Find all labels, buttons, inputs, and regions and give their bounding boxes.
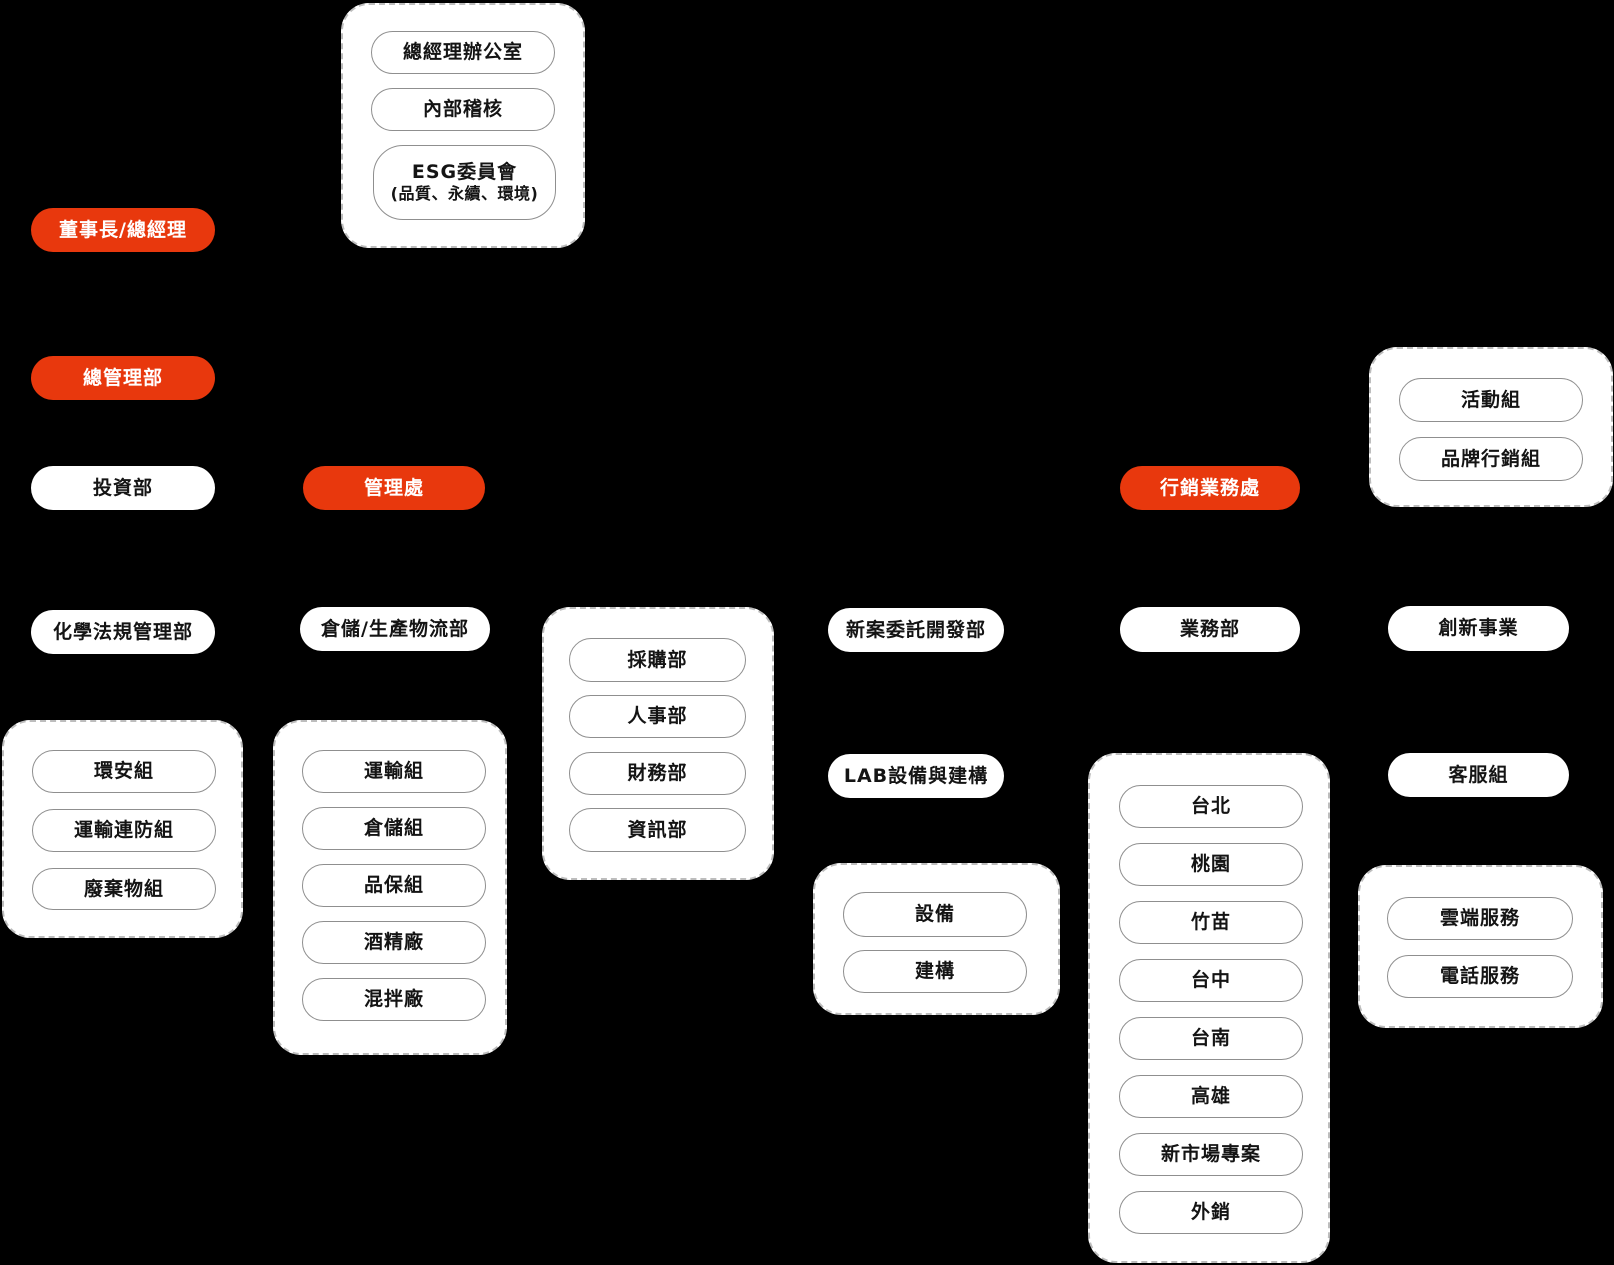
- finance-dept-node-label: 財務部: [627, 762, 688, 785]
- new-case-development-node-label: 新案委託開發部: [845, 618, 986, 641]
- equipment-team-node-label: 設備: [914, 903, 955, 926]
- taichung-node: 台中: [1119, 959, 1303, 1002]
- env-safety-team-node-label: 環安組: [93, 760, 154, 783]
- hr-dept-node: 人事部: [569, 695, 746, 738]
- events-team-node: 活動組: [1399, 378, 1583, 422]
- chemical-regulation-node-label: 化學法規管理部: [52, 620, 193, 643]
- taipei-node-label: 台北: [1190, 795, 1231, 818]
- taipei-node: 台北: [1119, 785, 1303, 828]
- construction-team-node-label: 建構: [914, 960, 955, 983]
- taoyuan-node: 桃園: [1119, 843, 1303, 886]
- sales-dept-node-label: 業務部: [1179, 618, 1240, 641]
- transport-team-node-label: 運輸組: [363, 760, 424, 783]
- new-case-development-node: 新案委託開發部: [828, 608, 1004, 652]
- brand-marketing-team-node-label: 品牌行銷組: [1440, 447, 1541, 470]
- warehouse-logistics-node: 倉儲/生產物流部: [300, 607, 490, 651]
- innovation-node-label: 創新事業: [1438, 617, 1519, 640]
- lab-equipment-node: LAB設備與建構: [828, 754, 1004, 798]
- chumiao-node: 竹苗: [1119, 901, 1303, 944]
- phone-services-node: 電話服務: [1387, 955, 1573, 998]
- finance-dept-node: 財務部: [569, 752, 746, 795]
- mixing-plant-node-label: 混拌廠: [363, 988, 424, 1011]
- brand-marketing-team-node: 品牌行銷組: [1399, 437, 1583, 481]
- chumiao-node-label: 竹苗: [1190, 911, 1231, 934]
- events-team-node-label: 活動組: [1460, 388, 1521, 411]
- taoyuan-node-label: 桃園: [1190, 853, 1231, 876]
- warehouse-team-node: 倉儲組: [302, 807, 486, 850]
- chairman-ceo-node: 董事長/總經理: [31, 208, 215, 252]
- qa-team-node: 品保組: [302, 864, 486, 907]
- new-market-node: 新市場專案: [1119, 1133, 1303, 1176]
- kaohsiung-node: 高雄: [1119, 1075, 1303, 1118]
- alcohol-plant-node-label: 酒精廠: [363, 931, 424, 954]
- sales-dept-node: 業務部: [1120, 607, 1300, 652]
- customer-service-node-label: 客服組: [1448, 763, 1509, 786]
- warehouse-logistics-node-label: 倉儲/生產物流部: [321, 617, 469, 640]
- gm-office-node-label: 總經理辦公室: [402, 41, 523, 64]
- export-node-label: 外銷: [1190, 1201, 1231, 1224]
- general-management-node-label: 總管理部: [82, 366, 163, 389]
- mixing-plant-node: 混拌廠: [302, 978, 486, 1021]
- investment-dept-node: 投資部: [31, 466, 215, 510]
- alcohol-plant-node: 酒精廠: [302, 921, 486, 964]
- esg-committee-node-sublabel: (品質、永續、環境): [390, 184, 539, 204]
- transport-team-node: 運輸組: [302, 750, 486, 793]
- lab-equipment-node-label: LAB設備與建構: [843, 764, 989, 787]
- sales-regions-group: [1088, 753, 1330, 1263]
- it-dept-node: 資訊部: [569, 808, 746, 852]
- it-dept-node-label: 資訊部: [627, 818, 688, 841]
- customer-service-subgroups-group: [1358, 865, 1603, 1028]
- procurement-dept-node: 採購部: [569, 638, 746, 682]
- customer-service-node: 客服組: [1388, 753, 1569, 797]
- waste-team-node: 廢棄物組: [32, 868, 216, 910]
- chemical-regulation-node: 化學法規管理部: [31, 610, 215, 654]
- kaohsiung-node-label: 高雄: [1190, 1085, 1231, 1108]
- equipment-team-node: 設備: [843, 892, 1027, 937]
- tainan-node-label: 台南: [1190, 1027, 1231, 1050]
- qa-team-node-label: 品保組: [363, 874, 424, 897]
- chairman-ceo-node-label: 董事長/總經理: [59, 218, 187, 241]
- esg-committee-node-label: ESG委員會: [411, 160, 518, 183]
- gm-office-node: 總經理辦公室: [371, 31, 555, 74]
- marketing-sales-office-node: 行銷業務處: [1120, 466, 1300, 510]
- procurement-dept-node-label: 採購部: [627, 648, 688, 671]
- management-office-node: 管理處: [303, 466, 485, 510]
- tainan-node: 台南: [1119, 1017, 1303, 1060]
- phone-services-node-label: 電話服務: [1439, 965, 1520, 988]
- internal-audit-node-label: 內部稽核: [422, 98, 503, 121]
- cloud-services-node-label: 雲端服務: [1439, 907, 1520, 930]
- waste-team-node-label: 廢棄物組: [83, 877, 164, 900]
- management-office-node-label: 管理處: [363, 476, 424, 499]
- investment-dept-node-label: 投資部: [92, 476, 153, 499]
- cloud-services-node: 雲端服務: [1387, 897, 1573, 940]
- construction-team-node: 建構: [843, 950, 1027, 993]
- general-management-node: 總管理部: [31, 356, 215, 400]
- esg-committee-node: ESG委員會(品質、永續、環境): [373, 145, 556, 220]
- innovation-node: 創新事業: [1388, 606, 1569, 651]
- warehouse-team-node-label: 倉儲組: [363, 817, 424, 840]
- hr-dept-node-label: 人事部: [627, 705, 688, 728]
- export-node: 外銷: [1119, 1191, 1303, 1234]
- env-safety-team-node: 環安組: [32, 750, 216, 793]
- internal-audit-node: 內部稽核: [371, 88, 555, 131]
- transport-defense-team-node: 運輸連防組: [32, 809, 216, 852]
- transport-defense-team-node-label: 運輸連防組: [73, 819, 174, 842]
- new-market-node-label: 新市場專案: [1160, 1143, 1261, 1166]
- marketing-subgroups-group: [1369, 347, 1613, 507]
- marketing-sales-office-node-label: 行銷業務處: [1159, 476, 1260, 499]
- taichung-node-label: 台中: [1190, 969, 1231, 992]
